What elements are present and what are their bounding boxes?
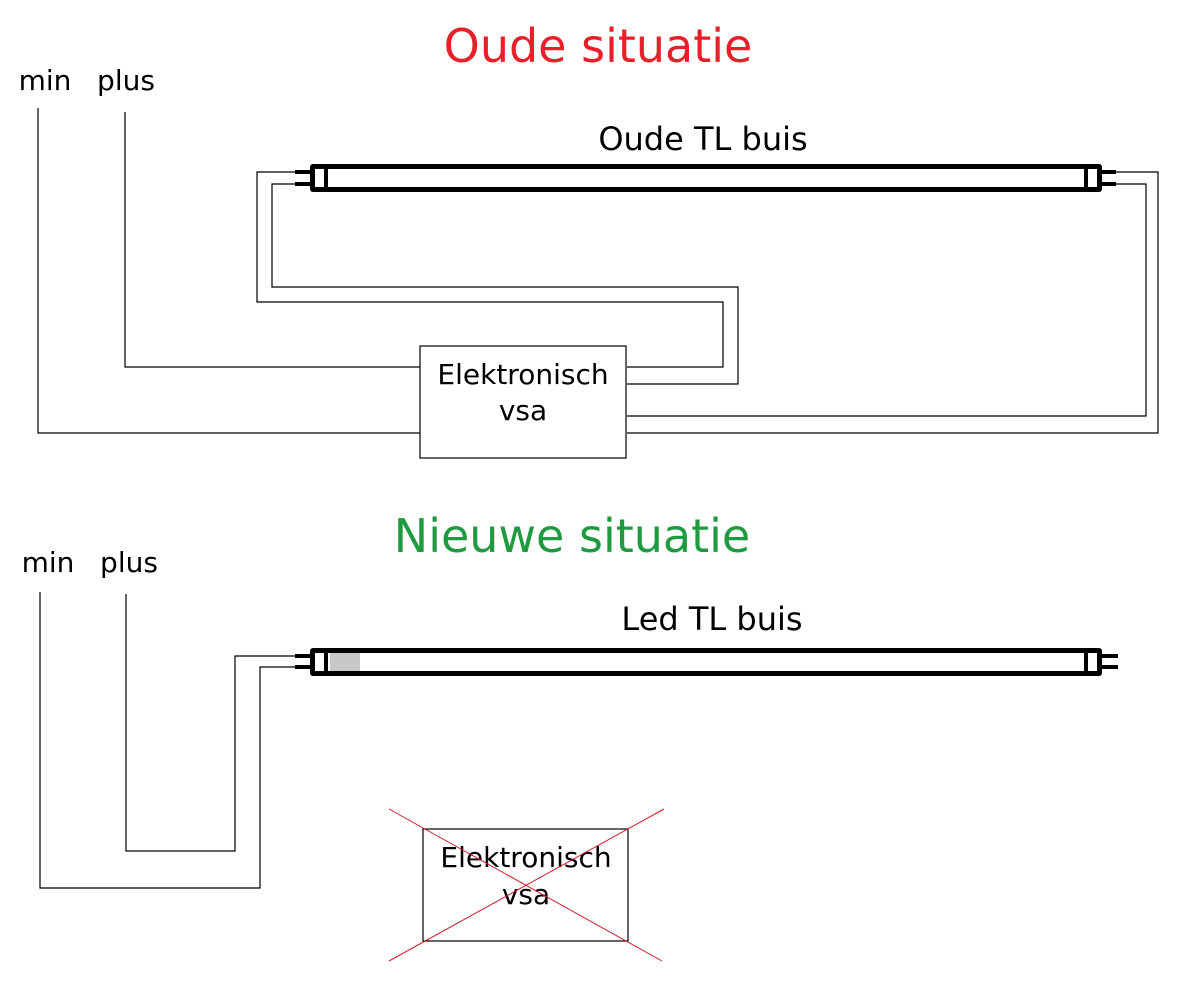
new-tube-right-cap-line	[1084, 653, 1088, 671]
old-min-label: min	[19, 64, 72, 97]
old-fluorescent-tube	[310, 164, 1102, 192]
old-right-inner-wire	[627, 183, 1147, 417]
new-plus-label: plus	[100, 546, 158, 579]
old-situation-section: Oude situatie min plus Oude TL buis	[19, 19, 1159, 459]
new-ballast-line1: Elektronisch	[440, 841, 611, 874]
new-situation-section: Nieuwe situatie min plus Led TL buis Ele…	[22, 509, 1118, 962]
led-tube	[310, 648, 1102, 676]
old-tube-right-cap-line	[1084, 169, 1088, 187]
old-right-outer-wire	[627, 171, 1159, 434]
new-tube-left-pins	[295, 654, 311, 669]
old-ballast-box: Elektronisch vsa	[419, 345, 627, 459]
old-situation-title: Oude situatie	[444, 19, 753, 73]
new-tube-left-cap-line	[324, 653, 328, 671]
old-tube-label: Oude TL buis	[598, 120, 807, 158]
old-plus-wire	[124, 112, 420, 368]
new-tube-label: Led TL buis	[621, 600, 802, 638]
new-min-label: min	[22, 546, 75, 579]
old-tube-left-cap-line	[324, 169, 328, 187]
old-left-outer-wire	[256, 171, 724, 368]
ballast-cross-out-mark	[388, 808, 665, 962]
led-driver-marker	[330, 653, 360, 671]
new-min-wire	[39, 592, 299, 889]
new-situation-title: Nieuwe situatie	[394, 509, 750, 563]
new-tube-right-pins	[1100, 654, 1118, 669]
new-plus-wire	[125, 594, 299, 852]
old-min-wire	[37, 108, 420, 434]
old-tube-right-pins	[1100, 170, 1116, 186]
old-left-inner-wire	[271, 183, 739, 385]
old-ballast-line1: Elektronisch	[437, 358, 608, 391]
old-plus-label: plus	[97, 64, 155, 97]
old-tube-left-pins	[295, 170, 311, 186]
old-ballast-line2: vsa	[499, 394, 547, 427]
